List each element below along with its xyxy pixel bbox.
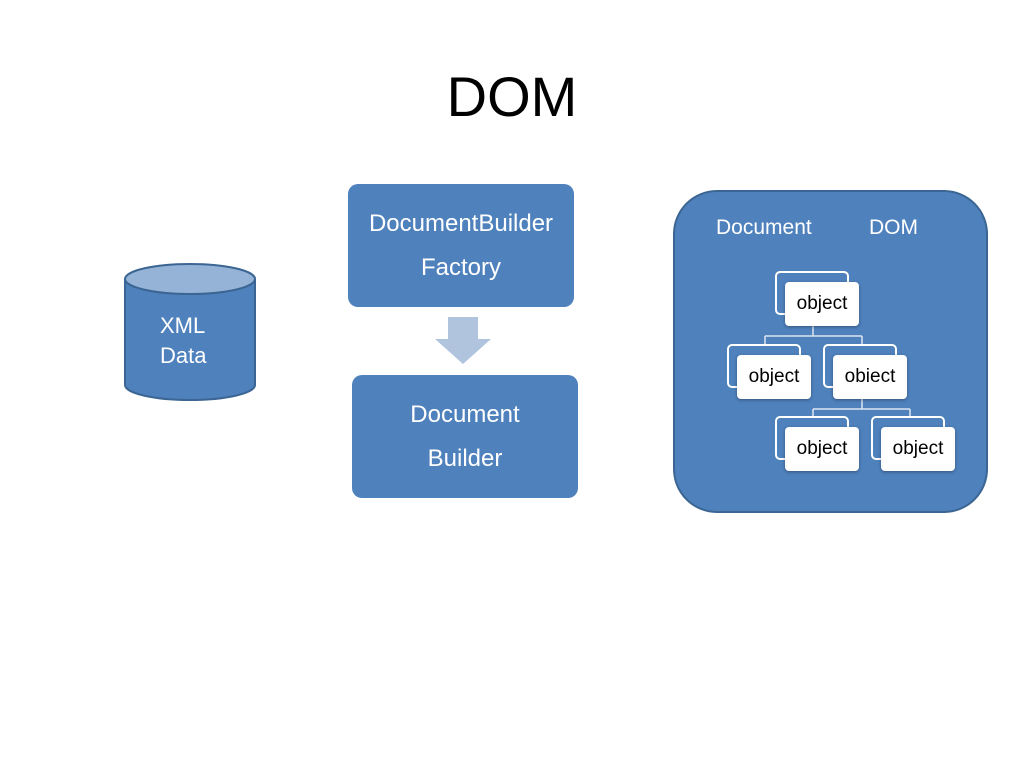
- documentbuilder-factory-box: DocumentBuilder Factory: [348, 184, 574, 307]
- object-node-label: object: [785, 282, 859, 326]
- down-arrow-icon: [435, 317, 491, 364]
- factory-line2: Factory: [420, 253, 501, 281]
- object-node-root: object: [775, 271, 859, 326]
- panel-label-dom: DOM: [869, 216, 918, 239]
- object-node-child-left: object: [775, 416, 859, 471]
- object-node-label: object: [881, 427, 955, 471]
- factory-line1: DocumentBuilder: [368, 209, 554, 237]
- object-node-label: object: [785, 427, 859, 471]
- object-node-label: object: [737, 355, 811, 399]
- database-cylinder-icon: [124, 263, 256, 401]
- document-builder-box: Document Builder: [352, 375, 578, 498]
- builder-line1: Document: [410, 400, 520, 428]
- panel-label-document: Document: [716, 216, 812, 239]
- xml-data-line1: XML: [160, 313, 206, 338]
- slide-title: DOM: [446, 65, 578, 128]
- object-node-right: obiect: [823, 344, 907, 399]
- object-node-left: object: [727, 344, 811, 399]
- object-node-child-right: object: [871, 416, 955, 471]
- xml-data-line2: Data: [160, 343, 207, 368]
- xml-data-label: XML Data: [160, 311, 206, 371]
- builder-line2: Builder: [427, 444, 503, 472]
- object-node-label: obiect: [833, 355, 907, 399]
